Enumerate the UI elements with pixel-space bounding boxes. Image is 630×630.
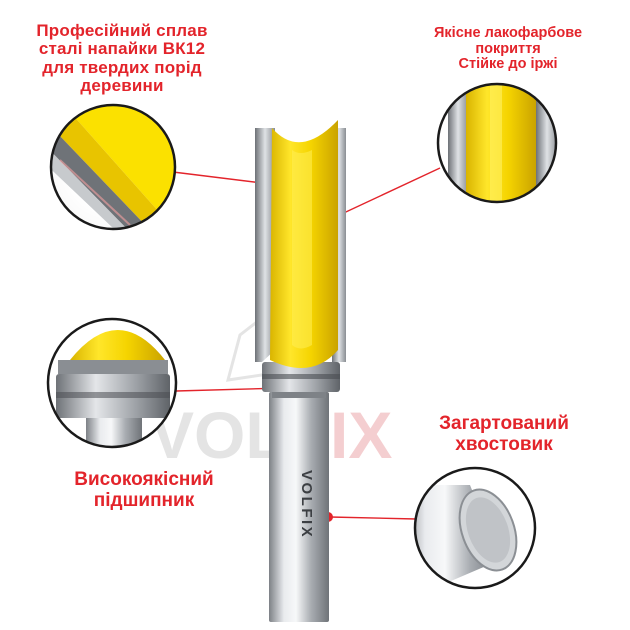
zoom-circle-bearing [46, 317, 178, 449]
carbide-label-line-3: для твердих порід [42, 57, 202, 77]
router-bit: VOLFIX [255, 120, 346, 622]
bearing-label-line-1: Високоякісний [74, 469, 214, 490]
zoom-circle-carbide [49, 103, 177, 231]
bearing-label-line-2: підшипник [93, 489, 195, 511]
shank [269, 392, 329, 622]
carbide-blade-left [255, 128, 275, 362]
coating-label-line-1: Якісне лакофарбове [433, 25, 583, 41]
zoom-circle-shank [413, 466, 537, 590]
carbide-label-line-2: сталі напайки ВК12 [38, 39, 206, 59]
coating-label-line-2: покриття [475, 40, 541, 57]
zoom-circle-coating [436, 82, 558, 204]
carbide-label-line-1: Професійний сплав [36, 21, 208, 40]
watermark-text-vol: VOL [150, 398, 286, 472]
coating-label: Якісне лакофарбове покриття Стійке до ір… [392, 25, 624, 73]
carbide-alloy-label: Професійний сплав сталі напайки ВК12 для… [4, 21, 240, 96]
coating-label-line-3: Стійке до іржі [458, 56, 558, 73]
watermark-text-ix: IX [330, 398, 392, 472]
bearing-label: Високоякісний підшипник [26, 469, 262, 511]
carbide-label-line-4: деревини [80, 76, 164, 96]
shank-label: Загартований хвостовик [384, 413, 624, 455]
shank-label-line-1: Загартований [439, 413, 569, 434]
shank-brand-text: VOLFIX [298, 470, 315, 539]
shank-label-line-2: хвостовик [455, 433, 553, 455]
